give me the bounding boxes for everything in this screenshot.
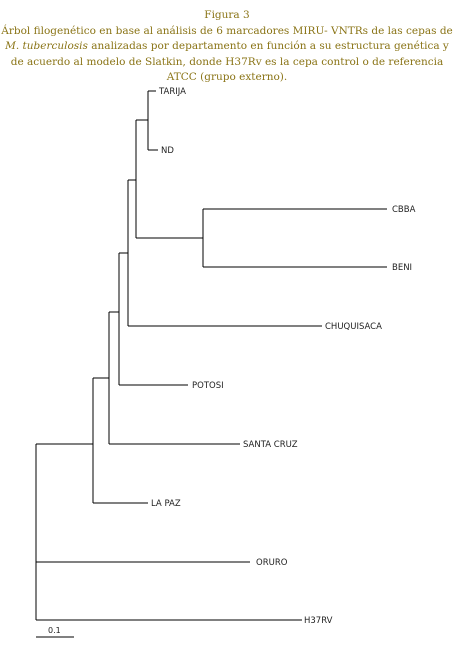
leaf-label-tarija: TARIJA xyxy=(158,87,186,97)
scale-bar-label: 0.1 xyxy=(48,626,61,635)
leaf-label-nd: ND xyxy=(161,146,174,156)
figure-caption: Figura 3 Árbol filogenético en base al a… xyxy=(0,8,454,86)
caption-part-2: analizadas por departamento en función a… xyxy=(10,40,449,83)
figure-caption-text: Árbol filogenético en base al análisis d… xyxy=(0,24,454,86)
caption-part-1: Árbol filogenético en base al análisis d… xyxy=(1,24,453,37)
figure-label: Figura 3 xyxy=(204,9,250,21)
leaf-label-santa-cruz: SANTA CRUZ xyxy=(243,440,298,450)
leaf-label-beni: BENI xyxy=(392,263,412,273)
leaf-label-potosi: POTOSI xyxy=(192,381,224,391)
leaf-label-h37rv: H37RV xyxy=(304,616,333,626)
leaf-label-chuquisaca: CHUQUISACA xyxy=(325,322,382,332)
leaf-label-la-paz: LA PAZ xyxy=(151,499,181,509)
caption-species: M. tuberculosis xyxy=(5,40,88,52)
leaf-label-oruro: ORURO xyxy=(256,558,288,568)
leaf-label-cbba: CBBA xyxy=(392,205,416,215)
